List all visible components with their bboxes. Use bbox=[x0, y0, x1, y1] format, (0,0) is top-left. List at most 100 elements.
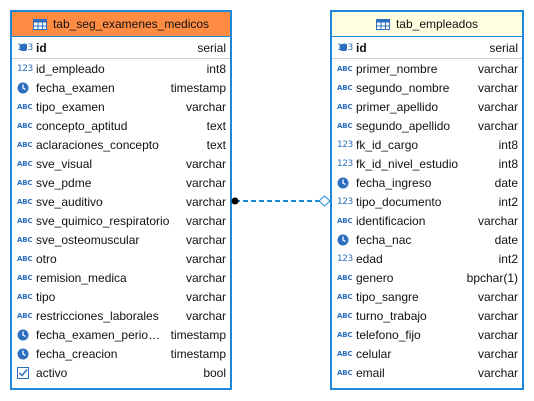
key-icon bbox=[20, 44, 27, 51]
clock-icon bbox=[337, 233, 353, 247]
column-type: varchar bbox=[477, 80, 518, 95]
text-icon: ABC bbox=[17, 178, 33, 187]
key-icon bbox=[340, 44, 347, 51]
column-type: varchar bbox=[185, 308, 226, 323]
column-type: serial bbox=[197, 41, 226, 55]
text-icon: ABC bbox=[17, 216, 33, 225]
column-type: varchar bbox=[477, 365, 518, 380]
column-type: varchar bbox=[477, 213, 518, 228]
text-icon: ABC bbox=[337, 292, 353, 301]
clock-icon bbox=[17, 81, 33, 95]
table-tab-empleados[interactable]: tab_empleados 123idserialABCprimer_nombr… bbox=[330, 10, 524, 390]
text-icon: ABC bbox=[17, 311, 33, 320]
primary-key-row[interactable]: 123idserial bbox=[12, 38, 230, 59]
column-type: timestamp bbox=[170, 327, 226, 342]
text-icon: ABC bbox=[337, 349, 353, 358]
number-icon: 123 bbox=[337, 253, 353, 264]
text-icon: ABC bbox=[337, 102, 353, 111]
number-icon: 123 bbox=[17, 63, 33, 74]
column-type: serial bbox=[489, 41, 518, 55]
column-type: bpchar(1) bbox=[466, 270, 518, 285]
column-type: varchar bbox=[185, 194, 226, 209]
text-icon: ABC bbox=[17, 102, 33, 111]
column-type: varchar bbox=[185, 270, 226, 285]
table-icon bbox=[375, 18, 390, 30]
column-type: varchar bbox=[185, 213, 226, 228]
column-type: int8 bbox=[498, 137, 518, 152]
column-type: bool bbox=[203, 365, 226, 380]
text-icon: ABC bbox=[337, 121, 353, 130]
checkbox-icon bbox=[17, 366, 33, 380]
column-type: varchar bbox=[477, 346, 518, 361]
column-type: varchar bbox=[185, 232, 226, 247]
column-type: int2 bbox=[498, 194, 518, 209]
column-type: timestamp bbox=[170, 346, 226, 361]
column-type: int8 bbox=[498, 156, 518, 171]
column-type: date bbox=[494, 175, 518, 190]
column-list: 123idserial123id_empleadoint8fecha_exame… bbox=[12, 37, 230, 382]
number-icon: 123 bbox=[337, 41, 353, 55]
column-type: varchar bbox=[477, 308, 518, 323]
table-header[interactable]: tab_seg_examenes_medicos bbox=[12, 12, 230, 37]
table-tab-seg-examenes-medicos[interactable]: tab_seg_examenes_medicos 123idserial123i… bbox=[10, 10, 232, 390]
number-icon: 123 bbox=[337, 158, 353, 169]
text-icon: ABC bbox=[17, 159, 33, 168]
column-type: varchar bbox=[477, 289, 518, 304]
column-type: varchar bbox=[185, 99, 226, 114]
table-header[interactable]: tab_empleados bbox=[332, 12, 522, 37]
relationship-one-end-icon bbox=[318, 195, 331, 207]
text-icon: ABC bbox=[337, 368, 353, 377]
clock-icon bbox=[17, 347, 33, 361]
table-title: tab_seg_examenes_medicos bbox=[52, 17, 210, 31]
column-type: varchar bbox=[185, 156, 226, 171]
column-type: timestamp bbox=[170, 80, 226, 95]
clock-icon bbox=[17, 328, 33, 342]
column-type: text bbox=[206, 118, 226, 133]
clock-icon bbox=[337, 176, 353, 190]
text-icon: ABC bbox=[337, 330, 353, 339]
primary-key-row[interactable]: 123idserial bbox=[332, 38, 522, 59]
text-icon: ABC bbox=[17, 235, 33, 244]
text-icon: ABC bbox=[337, 273, 353, 282]
column-type: varchar bbox=[185, 175, 226, 190]
text-icon: ABC bbox=[17, 121, 33, 130]
column-type: varchar bbox=[477, 118, 518, 133]
table-icon bbox=[32, 18, 47, 30]
number-icon: 123 bbox=[337, 139, 353, 150]
